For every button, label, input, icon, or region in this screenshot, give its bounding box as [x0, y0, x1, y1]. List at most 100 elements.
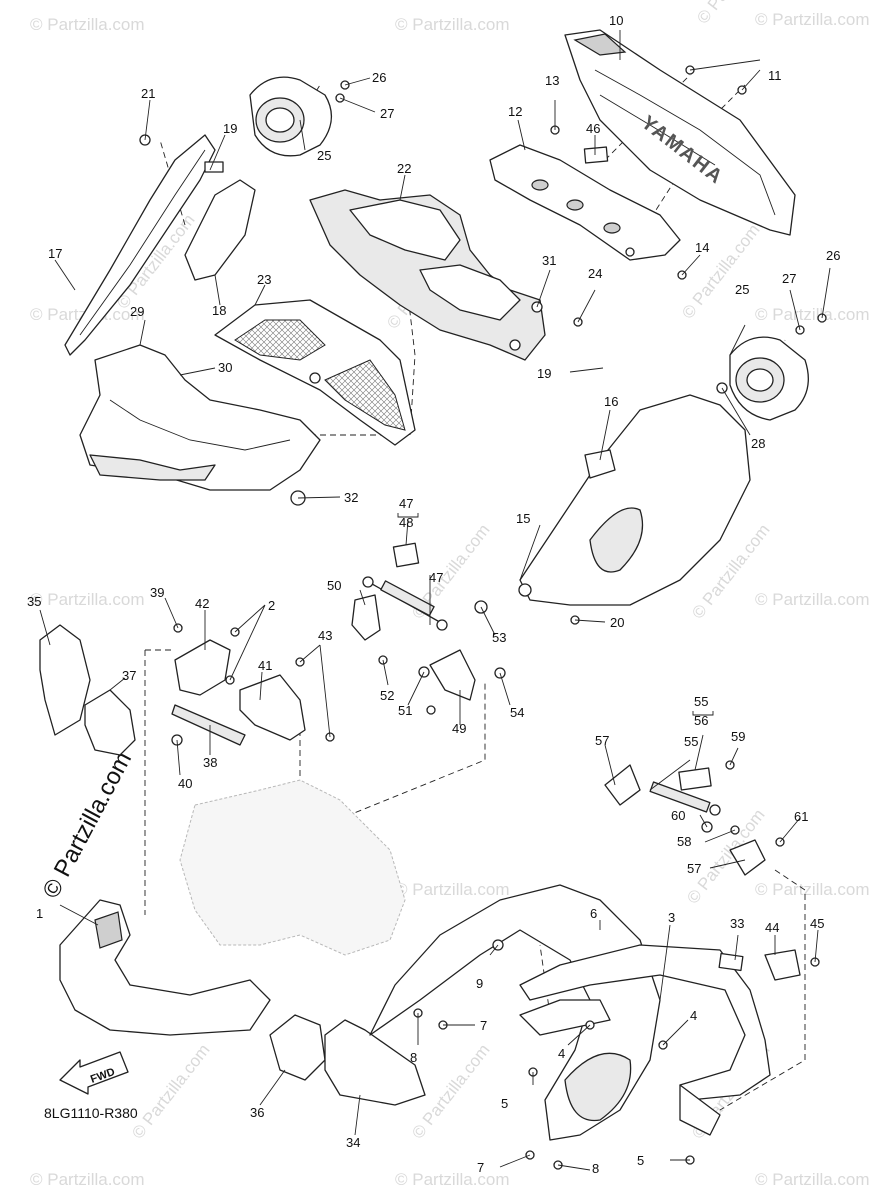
callout-36: 36	[250, 1105, 264, 1120]
part-35-cover	[39, 624, 91, 736]
part-50-bracket	[351, 594, 381, 641]
part-46-label	[583, 146, 609, 164]
callout-2: 2	[268, 598, 275, 613]
watermark: © Partzilla.com	[395, 15, 510, 34]
part-42-bracket	[174, 639, 231, 696]
watermark: © Partzilla.com	[755, 10, 869, 29]
callout-48: 48	[399, 515, 413, 530]
callout-5: 5	[501, 1096, 508, 1111]
callout-28: 28	[751, 436, 765, 451]
part-38-bar	[171, 704, 246, 746]
callout-42: 42	[195, 596, 209, 611]
callout-54: 54	[510, 705, 524, 720]
callout-60: 60	[671, 808, 685, 823]
callout-55: 55	[694, 694, 708, 709]
callout-10: 10	[609, 13, 623, 28]
part-34-duct	[324, 1019, 426, 1106]
callout-6: 6	[590, 906, 597, 921]
callout-32: 32	[344, 490, 358, 505]
callout-41: 41	[258, 658, 272, 673]
part-44-bracket	[764, 949, 801, 981]
part-37-bracket	[84, 689, 136, 756]
part-36-duct	[269, 1014, 326, 1081]
callout-19: 19	[223, 121, 237, 136]
watermark: © Partzilla.com	[395, 880, 510, 899]
callout-17: 17	[48, 246, 62, 261]
callout-8: 8	[592, 1161, 599, 1176]
watermark: © Partzilla.com	[678, 220, 764, 322]
part-6-side-cowl	[369, 884, 661, 1141]
callout-61: 61	[794, 809, 808, 824]
callout-47: 47	[429, 570, 443, 585]
diagram-code: 8LG1110-R380	[44, 1105, 138, 1121]
callout-27: 27	[380, 106, 394, 121]
watermark: © Partzilla.com	[755, 590, 869, 609]
part-25-ring-lower	[729, 336, 809, 421]
callout-25: 25	[317, 148, 331, 163]
part-57-bracket-upper	[604, 764, 641, 806]
callout-24: 24	[588, 266, 602, 281]
callout-51: 51	[398, 703, 412, 718]
callout-35: 35	[27, 594, 41, 609]
callout-39: 39	[150, 585, 164, 600]
callout-30: 30	[218, 360, 232, 375]
callout-3: 3	[668, 910, 675, 925]
part-55-damper	[649, 767, 721, 816]
callout-22: 22	[397, 161, 411, 176]
callout-1: 1	[36, 906, 43, 921]
part-3-sub-frame	[519, 944, 771, 1136]
callout-26: 26	[372, 70, 386, 85]
callout-26: 26	[826, 248, 840, 263]
callout-56: 56	[694, 713, 708, 728]
callout-29: 29	[130, 304, 144, 319]
callout-12: 12	[508, 104, 522, 119]
callout-53: 53	[492, 630, 506, 645]
callout-11: 11	[768, 68, 782, 83]
callout-43: 43	[318, 628, 332, 643]
part-49-plate	[429, 649, 476, 701]
frame-reference-outline	[179, 779, 406, 956]
callout-34: 34	[346, 1135, 360, 1150]
callout-40: 40	[178, 776, 192, 791]
callout-23: 23	[257, 272, 271, 287]
group-brackets	[397, 513, 714, 716]
part-23-mesh-panel	[214, 299, 416, 446]
watermark: © Partzilla.com	[128, 1040, 214, 1142]
watermark: © Partzilla.com	[30, 1170, 145, 1189]
callout-59: 59	[731, 729, 745, 744]
callout-20: 20	[610, 615, 624, 630]
callout-57: 57	[687, 861, 701, 876]
callout-47: 47	[399, 496, 413, 511]
watermark: © Partzilla.com	[30, 15, 145, 34]
part-19-pad	[204, 161, 224, 173]
callout-52: 52	[380, 688, 394, 703]
fwd-indicator: FWD	[59, 1051, 129, 1095]
part-41-stay	[239, 674, 306, 741]
callout-4: 4	[558, 1046, 565, 1061]
callout-46: 46	[586, 121, 600, 136]
callout-21: 21	[141, 86, 155, 101]
part-57-bracket-lower	[729, 839, 766, 876]
part-12-bracket	[489, 144, 681, 261]
callout-44: 44	[765, 920, 779, 935]
callout-7: 7	[480, 1018, 487, 1033]
callout-50: 50	[327, 578, 341, 593]
callout-18: 18	[212, 303, 226, 318]
callout-58: 58	[677, 834, 691, 849]
callout-27: 27	[782, 271, 796, 286]
callout-55: 55	[684, 734, 698, 749]
watermark: © Partzilla.com	[755, 1170, 869, 1189]
callout-16: 16	[604, 394, 618, 409]
callout-labels: 1 2 3 4 4 5 5 6 7 7 8 8 9 10 11 12 13 14…	[27, 13, 840, 1176]
callout-14: 14	[695, 240, 709, 255]
callout-45: 45	[810, 916, 824, 931]
callout-4: 4	[690, 1008, 697, 1023]
callout-7: 7	[477, 1160, 484, 1175]
part-29-lower-inner-panel	[79, 344, 321, 491]
watermark: © Partzilla.com	[755, 880, 869, 899]
callout-13: 13	[545, 73, 559, 88]
callout-37: 37	[122, 668, 136, 683]
callout-5: 5	[637, 1153, 644, 1168]
watermark: © Partzilla.com	[395, 1170, 510, 1189]
